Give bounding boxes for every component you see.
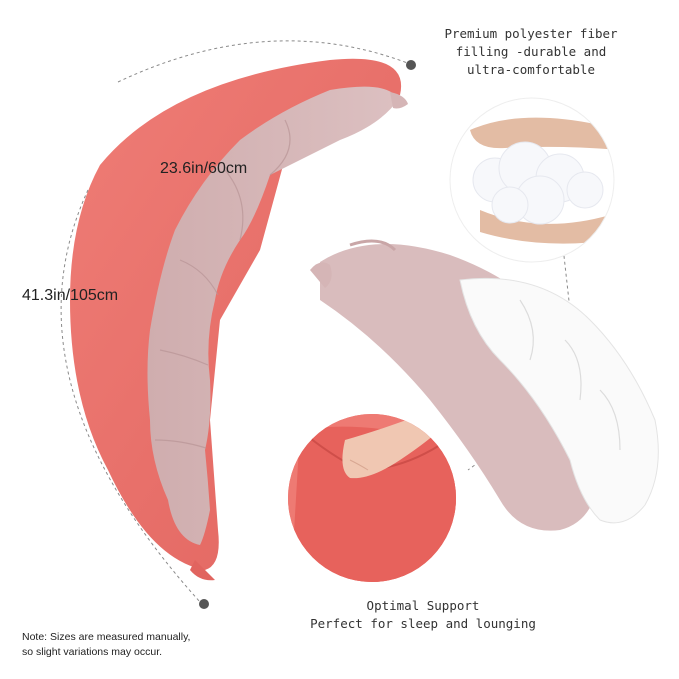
length-dimension-label: 41.3in/105cm (22, 287, 118, 304)
size-disclaimer-note: Note: Sizes are measured manually, so sl… (22, 631, 190, 658)
width-dimension-label: 23.6in/60cm (160, 160, 247, 177)
pillow-graphic (70, 58, 408, 581)
polyester-fill-photo (449, 97, 615, 263)
svg-text:Optimal Support: Optimal Support (367, 598, 480, 613)
svg-text:so slight variations may occur: so slight variations may occur. (22, 646, 162, 658)
svg-text:ultra-comfortable: ultra-comfortable (467, 62, 595, 77)
feature-filling-text: Premium polyester fiber filling -durable… (444, 26, 618, 77)
svg-text:Premium polyester fiber: Premium polyester fiber (444, 26, 618, 41)
svg-text:Note: Sizes are measured manua: Note: Sizes are measured manually, (22, 631, 190, 643)
svg-text:23.6in/60cm: 23.6in/60cm (160, 160, 247, 177)
svg-text:Perfect for sleep and lounging: Perfect for sleep and lounging (310, 616, 536, 631)
hand-press-photo (288, 414, 456, 582)
svg-text:41.3in/105cm: 41.3in/105cm (22, 287, 118, 304)
opened-pillow-graphic (310, 239, 659, 531)
svg-text:filling -durable and: filling -durable and (456, 44, 607, 59)
feature-support-text: Optimal Support Perfect for sleep and lo… (310, 598, 536, 631)
